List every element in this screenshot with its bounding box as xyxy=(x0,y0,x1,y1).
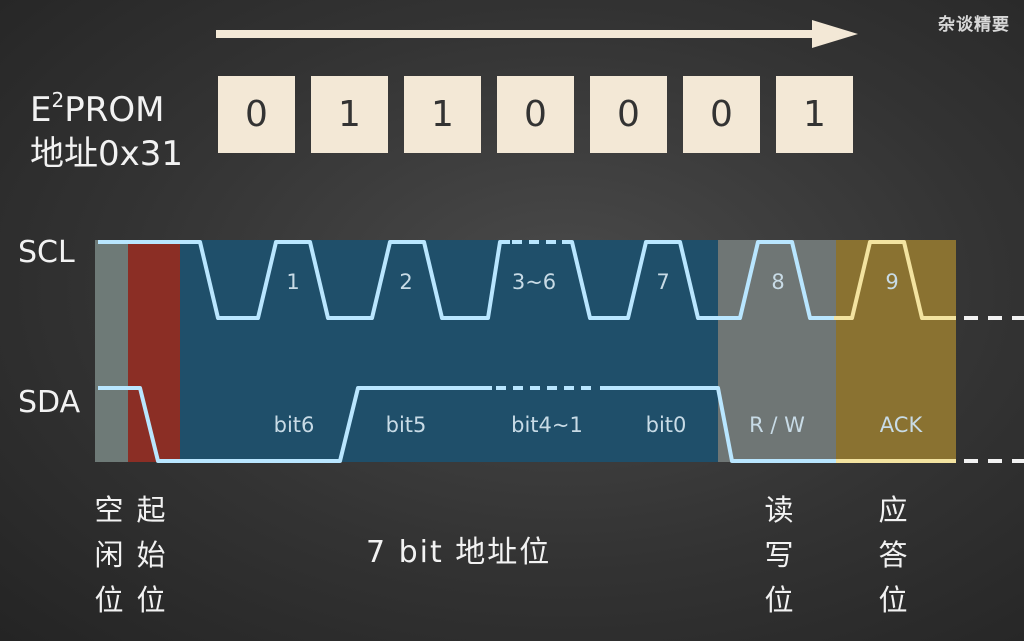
clock-number-1: 1 xyxy=(286,270,299,294)
bit-label-1: bit6 xyxy=(274,413,315,437)
idle-segment xyxy=(95,240,128,462)
address-bit-box: 0 xyxy=(497,76,574,153)
bit-label-5: R / W xyxy=(749,413,805,437)
scl-waveform-part2 xyxy=(562,240,834,320)
address-bit-box: 1 xyxy=(404,76,481,153)
sda-label: SDA xyxy=(18,385,81,420)
rw-bit-label: 读 写 位 xyxy=(764,493,794,617)
rw-segment xyxy=(718,240,836,462)
scl-label: SCL xyxy=(18,235,75,270)
direction-arrow-head xyxy=(812,20,858,48)
bit-label-6: ACK xyxy=(880,413,924,437)
sda-waveform-part2 xyxy=(600,386,836,463)
bit-label-4: bit0 xyxy=(646,413,687,437)
clock-number-6: 9 xyxy=(885,270,898,294)
start-segment xyxy=(128,240,180,462)
address-bit-box: 0 xyxy=(590,76,667,153)
eeprom-address: 地址0x31 xyxy=(30,134,184,174)
scl-waveform-ack xyxy=(834,240,956,320)
ack-bit-label: 应 答 位 xyxy=(878,493,908,617)
eeprom-address-label: E2PROM 地址0x31 xyxy=(30,78,183,176)
address-bit-box: 0 xyxy=(683,76,760,153)
sda-waveform-part1 xyxy=(98,386,492,463)
scl-waveform-part1 xyxy=(98,240,510,320)
address-bit-box: 0 xyxy=(218,76,295,153)
start-bit-label: 起 始 位 xyxy=(136,493,166,617)
address-bit-box: 1 xyxy=(311,76,388,153)
address-bits-label: 7 bit 地址位 xyxy=(366,535,552,570)
ack-segment xyxy=(836,240,956,462)
clock-number-4: 7 xyxy=(656,270,669,294)
bit-label-2: bit5 xyxy=(386,413,427,437)
idle-bit-label: 空 闲 位 xyxy=(94,493,124,617)
clock-number-3: 3~6 xyxy=(512,270,556,294)
clock-number-5: 8 xyxy=(771,270,784,294)
eeprom-title: E2PROM xyxy=(30,88,165,130)
watermark: 杂谈精要 xyxy=(938,15,1010,35)
address-bit-box: 1 xyxy=(776,76,853,153)
direction-arrow-shaft xyxy=(216,30,816,38)
clock-number-2: 2 xyxy=(399,270,412,294)
bit-label-3: bit4~1 xyxy=(511,413,583,437)
